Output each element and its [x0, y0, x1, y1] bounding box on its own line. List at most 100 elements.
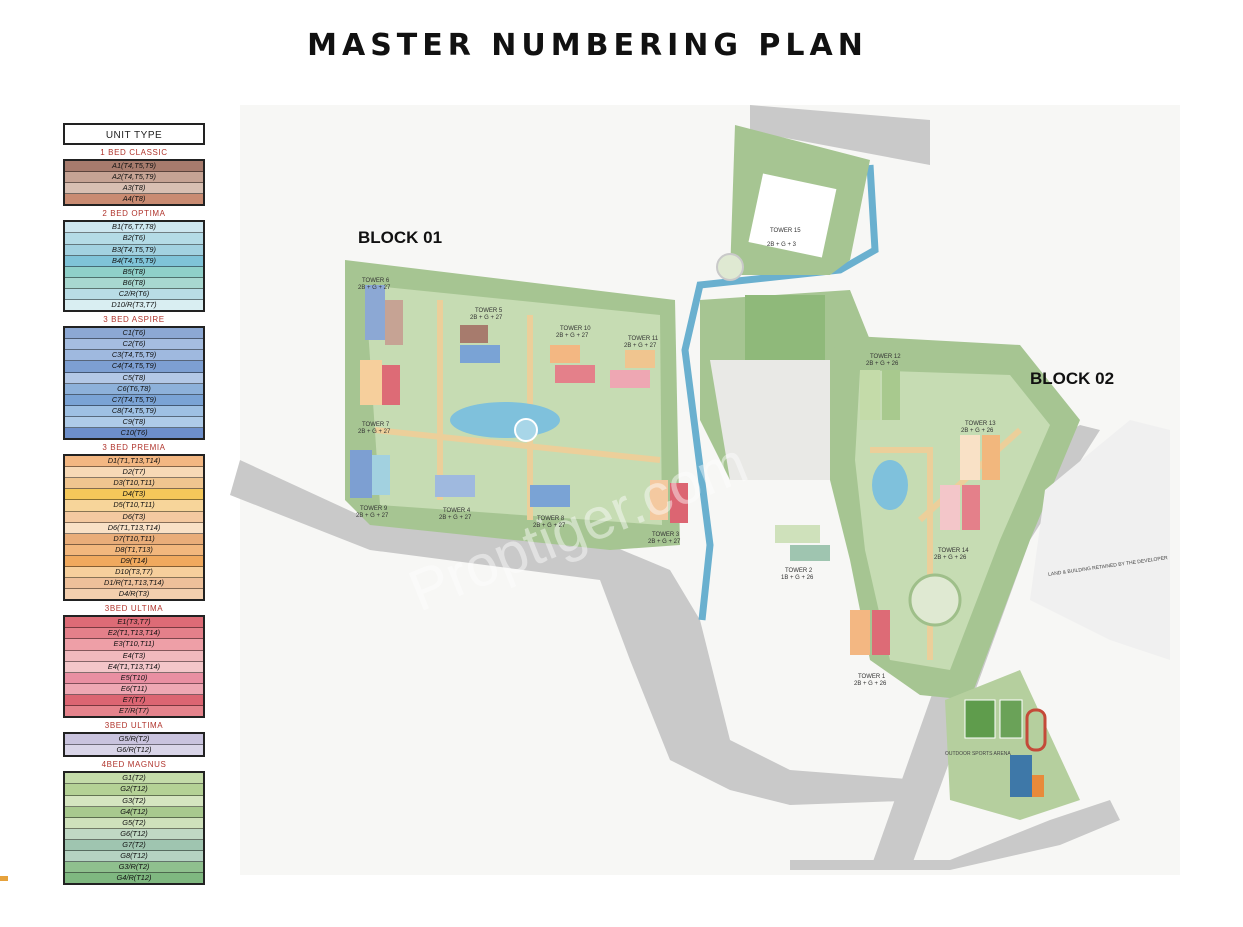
- legend-swatch-row: D7(T10,T11): [65, 533, 203, 545]
- legend-swatch-row: G3/R(T2): [65, 862, 203, 874]
- tower-13-floors: 2B + G + 26: [961, 428, 994, 434]
- basketball-court: [1010, 755, 1032, 797]
- legend-swatch-row: A2(T4,T5,T9): [65, 172, 203, 184]
- master-plan-map: BLOCK 01 BLOCK 02 Proptiger.com TOWER 6 …: [230, 105, 1180, 875]
- page-title: MASTER NUMBERING PLAN: [307, 28, 868, 63]
- legend-swatch-row: A4(T8): [65, 194, 203, 205]
- legend-swatch-row: G6/R(T12): [65, 745, 203, 756]
- legend-swatch-row: D1/R(T1,T13,T14): [65, 578, 203, 590]
- tower-6-floors: 2B + G + 27: [358, 285, 391, 291]
- legend-swatch-row: E4(T3): [65, 650, 203, 662]
- legend-swatch-row: D3(T10,T11): [65, 478, 203, 490]
- tower-7-floors: 2B + G + 27: [358, 429, 391, 435]
- legend-swatch-row: G8(T12): [65, 850, 203, 863]
- legend-swatch-row: A1(T4,T5,T9): [65, 161, 203, 173]
- tower-12-floors: 2B + G + 26: [866, 361, 899, 367]
- legend-swatch-row: G5(T2): [65, 817, 203, 829]
- legend-swatch-row: D4(T3): [65, 489, 203, 501]
- central-lawn: [745, 295, 825, 370]
- tower-10-floors: 2B + G + 27: [556, 333, 589, 339]
- tower-1-floors: 2B + G + 26: [854, 681, 887, 687]
- tower-6-label: TOWER 6: [362, 278, 390, 284]
- legend-swatch-row: D8(T1,T13): [65, 544, 203, 556]
- legend-swatch-row: E7(T7): [65, 694, 203, 707]
- tower-1-label: TOWER 1: [858, 674, 886, 680]
- club-roundabout: [716, 253, 744, 281]
- tower-2-label: TOWER 2: [785, 568, 813, 574]
- legend-group: G5/R(T2)G6/R(T12): [63, 732, 205, 758]
- legend-group-title: 1 BED CLASSIC: [100, 148, 168, 157]
- legend-swatch-row: G5/R(T2): [65, 734, 203, 746]
- legend-swatch-row: G7(T2): [65, 839, 203, 851]
- legend-swatch-row: C2/R(T6): [65, 288, 203, 301]
- main-road: [230, 460, 930, 805]
- fountain: [514, 418, 538, 442]
- block-02-pond: [872, 460, 908, 510]
- legend-swatch-row: E4(T1,T13,T14): [65, 661, 203, 673]
- sports-arena-label: OUTDOOR SPORTS ARENA: [945, 751, 1011, 757]
- legend-swatch-row: C7(T4,T5,T9): [65, 394, 203, 406]
- tower-3-floors: 2B + G + 27: [648, 539, 681, 545]
- legend-swatch-row: G4/R(T12): [65, 873, 203, 884]
- legend-swatch-row: E3(T10,T11): [65, 639, 203, 651]
- tower-12-label: TOWER 12: [870, 354, 901, 360]
- legend-group: D1(T1,T13,T14)D2(T7)D3(T10,T11)D4(T3)D5(…: [63, 454, 205, 602]
- tower-9-floors: 2B + G + 27: [356, 513, 389, 519]
- north-road: [750, 105, 930, 165]
- tower-8-label: TOWER 8: [537, 516, 565, 522]
- legend-swatch-row: C5(T8): [65, 372, 203, 384]
- tower-15-label: TOWER 15: [770, 228, 801, 234]
- legend-swatch-row: D10(T3,T7): [65, 567, 203, 579]
- tower-footprints: [350, 285, 1000, 655]
- tower-14-label: TOWER 14: [938, 548, 969, 554]
- legend-swatch-row: D1(T1,T13,T14): [65, 456, 203, 468]
- legend-swatch-row: A3(T8): [65, 183, 203, 195]
- legend-swatch-row: E5(T10): [65, 672, 203, 684]
- legend-swatch-row: B1(T6,T7,T8): [65, 222, 203, 234]
- tower-11-label: TOWER 11: [628, 336, 659, 342]
- legend-swatch-row: E7/R(T7): [65, 706, 203, 717]
- tower-13-label: TOWER 13: [965, 421, 996, 427]
- legend-swatch-row: D10/R(T3,T7): [65, 300, 203, 311]
- unit-type-legend: UNIT TYPE 1 BED CLASSIC A1(T4,T5,T9)A2(T4…: [63, 123, 205, 886]
- legend-group-title: 3BED ULTIMA: [104, 721, 164, 731]
- legend-swatch-row: G4(T12): [65, 806, 203, 818]
- legend-swatch-row: D6(T3): [65, 511, 203, 523]
- legend-group-title: 2 BED OPTIMA: [102, 209, 166, 219]
- tower-11-floors: 2B + G + 27: [624, 343, 657, 349]
- legend-swatch-row: C6(T6,T8): [65, 383, 203, 395]
- running-track: [1025, 708, 1047, 752]
- tower-14-floors: 2B + G + 26: [934, 555, 967, 561]
- legend-group: C1(T6)C2(T6)C3(T4,T5,T9)C4(T4,T5,T9)C5(T…: [63, 326, 205, 441]
- legend-group: E1(T3,T7)E2(T1,T13,T14)E3(T10,T11)E4(T3)…: [63, 615, 205, 719]
- legend-swatch-row: D2(T7): [65, 467, 203, 479]
- legend-swatch-row: E2(T1,T13,T14): [65, 628, 203, 640]
- legend-swatch-row: G3(T2): [65, 795, 203, 807]
- central-plaza: [710, 360, 830, 480]
- tower-4-floors: 2B + G + 27: [439, 515, 472, 521]
- south-road: [790, 800, 1120, 870]
- block-02-label: BLOCK 02: [1030, 369, 1114, 388]
- legend-swatch-row: D4/R(T3): [65, 589, 203, 600]
- club-floors: 2B + G + 3: [767, 242, 797, 248]
- legend-group-title: 4BED MAGNUS: [101, 760, 167, 770]
- block-01-label: BLOCK 01: [358, 228, 442, 247]
- tower-5-label: TOWER 5: [475, 308, 503, 314]
- legend-swatch-row: C10(T6): [65, 427, 203, 439]
- tower-8-floors: 2B + G + 27: [533, 523, 566, 529]
- legend-group-title: 3 BED ASPIRE: [103, 315, 165, 325]
- tower-9-label: TOWER 9: [360, 506, 388, 512]
- legend-header: UNIT TYPE: [63, 123, 205, 145]
- tower-7-label: TOWER 7: [362, 422, 390, 428]
- club-building: [748, 173, 837, 258]
- legend-swatch-row: G6(T12): [65, 828, 203, 840]
- tower-5-floors: 2B + G + 27: [470, 315, 503, 321]
- football-field: [964, 699, 996, 739]
- legend-swatch-row: B2(T6): [65, 233, 203, 245]
- legend-swatch-row: D6(T1,T13,T14): [65, 522, 203, 534]
- legend-swatch-row: D5(T10,T11): [65, 500, 203, 512]
- river: [681, 164, 879, 621]
- legend-swatch-row: B4(T4,T5,T9): [65, 255, 203, 267]
- amphitheatre: [908, 573, 962, 627]
- legend-swatch-row: G2(T12): [65, 784, 203, 796]
